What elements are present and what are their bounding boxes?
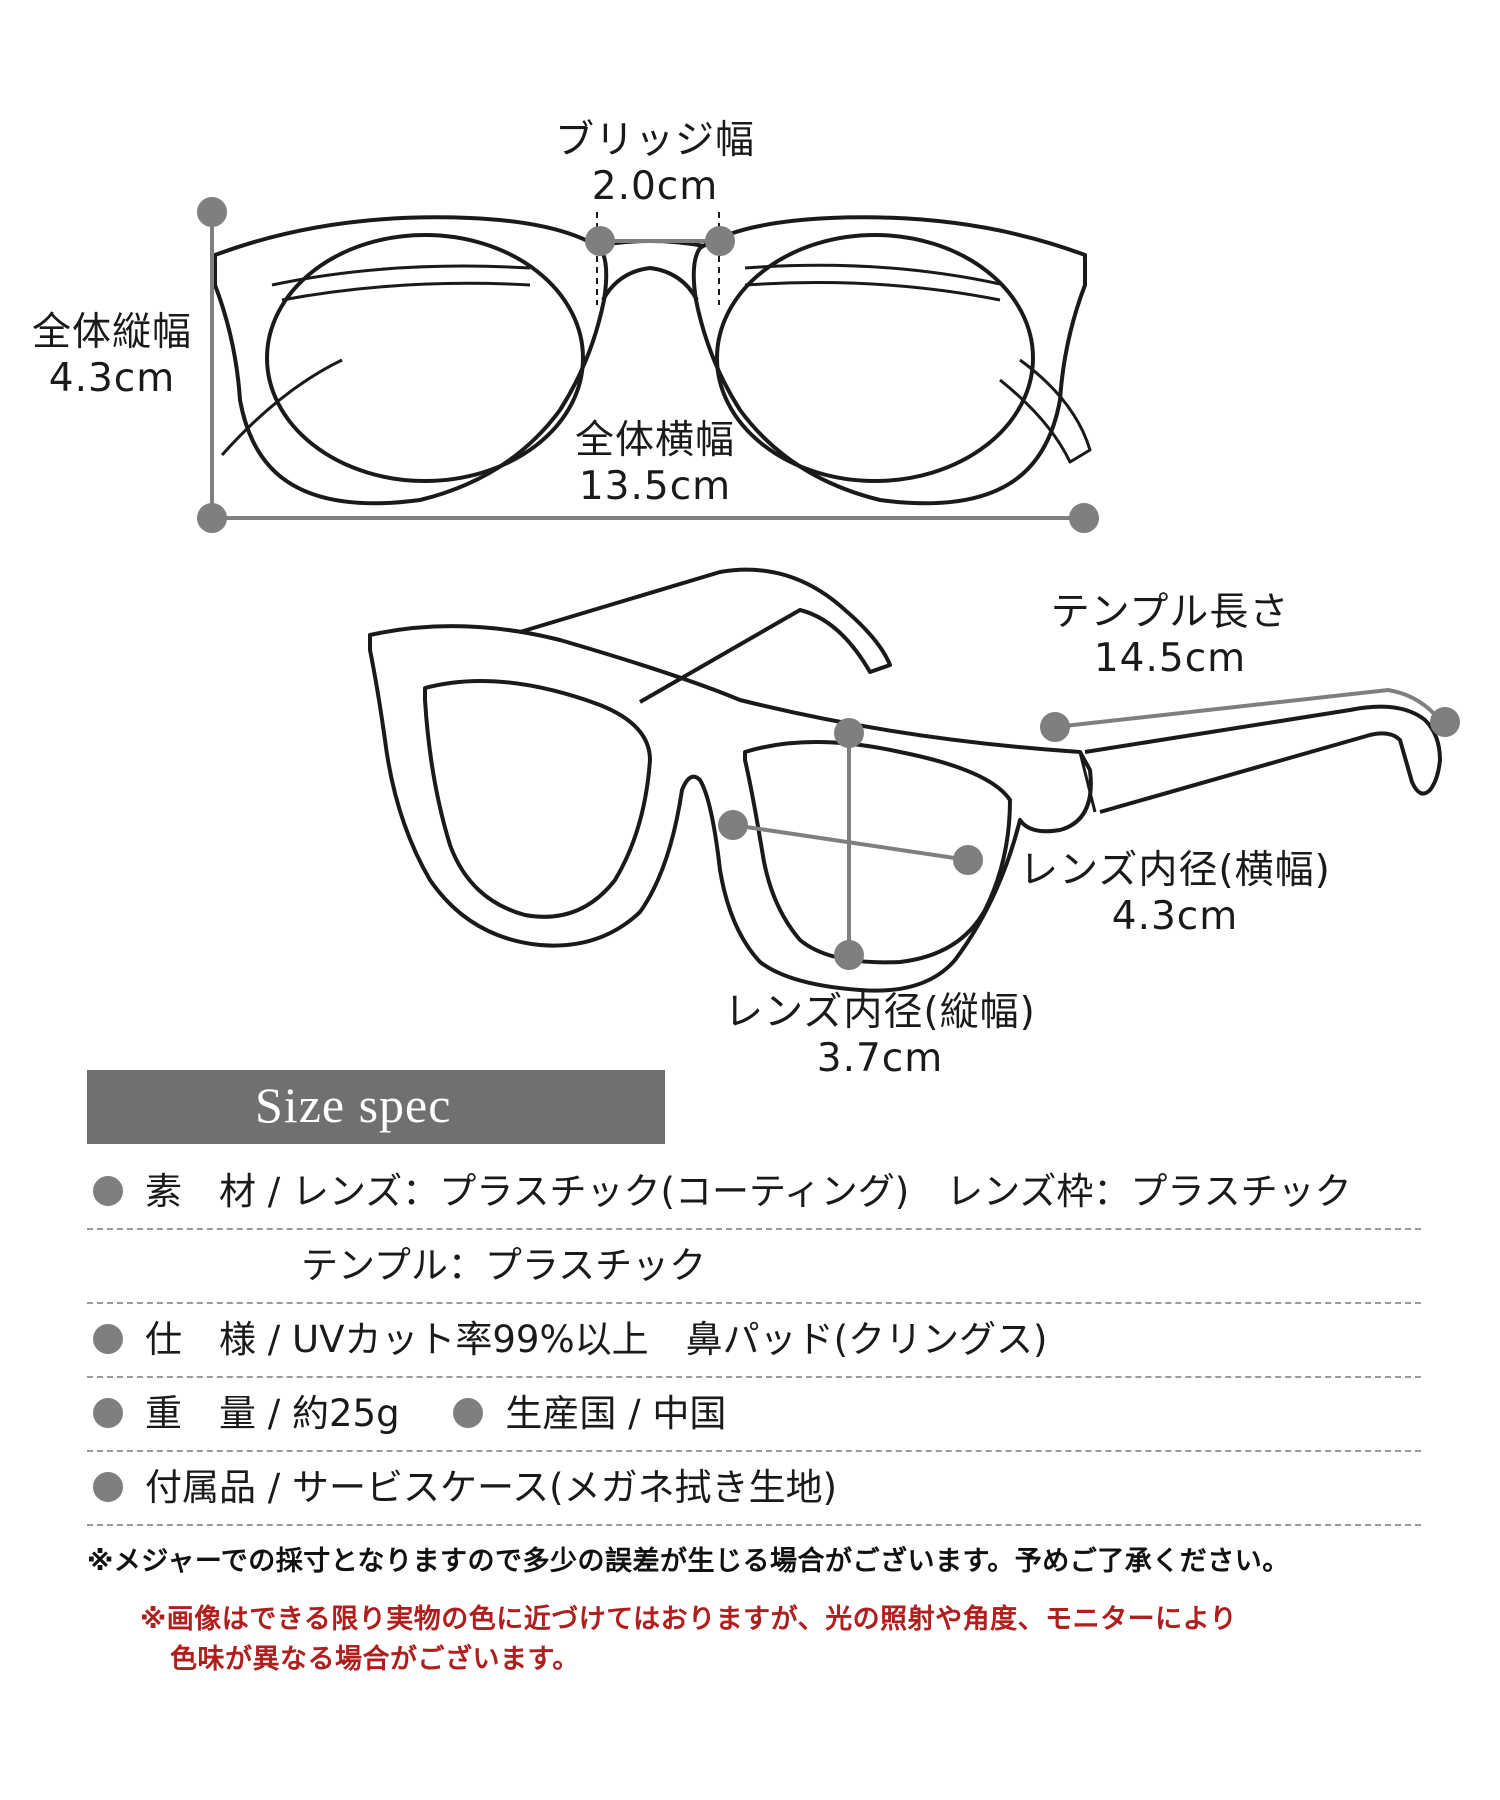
size-spec-header: Size spec (87, 1070, 665, 1144)
angled-measure-lines (718, 687, 1460, 970)
glasses-diagram (197, 197, 1460, 993)
angled-view-glasses (368, 567, 1442, 993)
spec-row-specs: 仕 様 / UVカット率99%以上 鼻パッド(クリングス) (87, 1304, 1421, 1378)
bullet-icon (93, 1175, 123, 1206)
spec-row-weight-origin: 重 量 / 約25g 生産国 / 中国 (87, 1378, 1421, 1452)
lens-height-label: レンズ内径(縦幅)3.7cm (724, 990, 1036, 1081)
measure-dot (197, 503, 227, 533)
measure-dot (705, 226, 735, 256)
measure-dot (585, 226, 615, 256)
measure-dot (834, 718, 864, 748)
spec-row-accessories: 付属品 / サービスケース(メガネ拭き生地) (87, 1452, 1421, 1526)
color-note: ※画像はできる限り実物の色に近づけてはおりますが、光の照射や角度、モニターにより… (140, 1604, 1238, 1675)
measure-dot (1430, 707, 1460, 737)
measure-dot (834, 940, 864, 970)
measure-dot (953, 845, 983, 875)
spec-row-material-temple: テンプル：プラスチック (87, 1230, 1421, 1304)
measure-dot (1069, 503, 1099, 533)
size-spec-title: Size spec (255, 1077, 452, 1133)
bullet-icon (93, 1471, 123, 1502)
bullet-icon (453, 1397, 484, 1428)
measure-dot (718, 810, 748, 840)
spec-row-material: 素 材 / レンズ：プラスチック(コーティング) レンズ枠：プラスチック (87, 1156, 1421, 1230)
measurement-note: ※メジャーでの採寸となりますので多少の誤差が生じる場合がございます。予めご了承く… (87, 1546, 1290, 1577)
bullet-icon (93, 1323, 123, 1354)
bullet-icon (93, 1397, 123, 1428)
front-measure-lines (197, 197, 1099, 533)
lens-width-label: レンズ内径(横幅)4.3cm (1019, 848, 1331, 939)
measure-dot (1040, 712, 1070, 742)
measure-dot (197, 197, 227, 227)
